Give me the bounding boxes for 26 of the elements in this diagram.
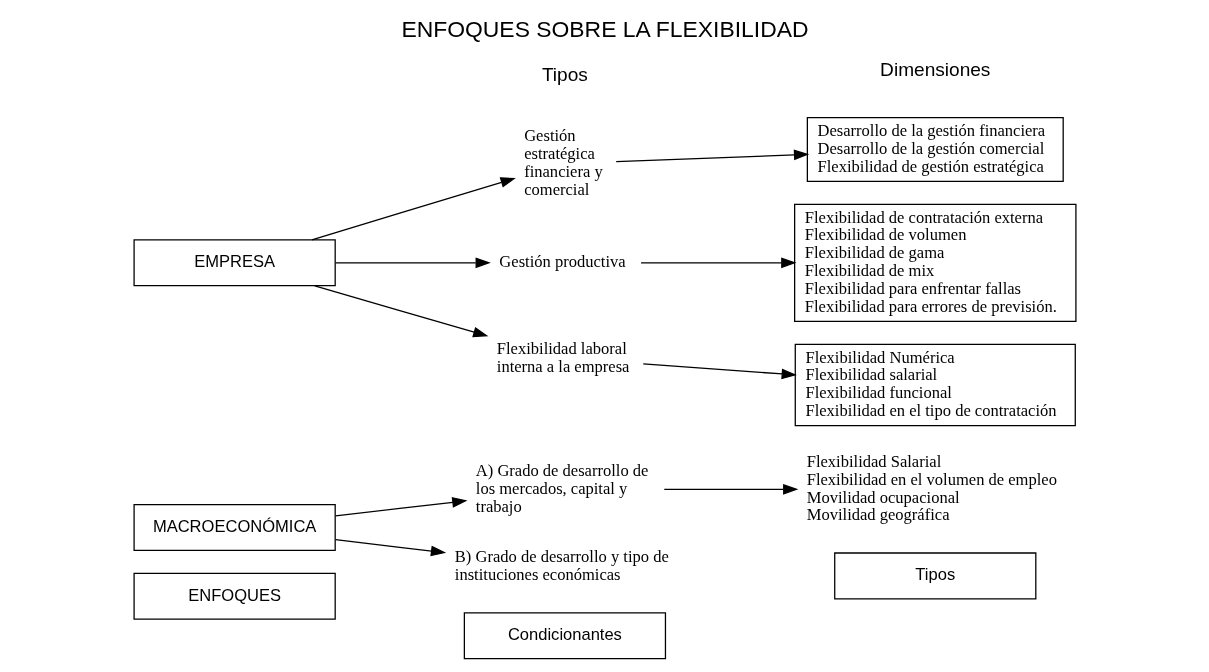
arrow [663, 484, 798, 495]
node-box: ENFOQUES [132, 572, 336, 620]
node-box: Desarrollo de la gestión financiera Desarrollo de la gestión comercial Flexibilidad de gestión estratégica [806, 117, 1064, 182]
node-box: EMPRESA [132, 239, 336, 287]
arrow [334, 497, 467, 517]
arrow [639, 257, 796, 269]
node-text: B) Grado de desarrollo y tipo de instituciones económicas [454, 547, 669, 585]
node-box: Flexibilidad Numérica Flexibilidad salarial Flexibilidad funcional Flexibilidad en el tipo de contratación [794, 343, 1076, 427]
node-box: MACROECONÓMICA [132, 504, 336, 552]
diagram-title: ENFOQUES SOBRE LA FLEXIBILIDAD [400, 15, 809, 42]
arrow [642, 363, 797, 380]
arrow [313, 285, 488, 338]
node-box: Condicionantes [463, 612, 666, 660]
arrow [334, 538, 446, 557]
node-text: Flexibilidad laboral interna a la empresa [496, 338, 629, 376]
node-box: Tipos [833, 552, 1036, 600]
arrow [310, 177, 516, 241]
arrow [334, 257, 491, 269]
node-text: Flexibilidad Salarial Flexibilidad en el volumen de empleo Movilidad ocupacional Movilidad geográfica [806, 451, 1057, 525]
node-text: Gestión estratégica financiera y comercial [523, 126, 603, 199]
node-text: Gestión productiva [498, 252, 626, 272]
label: Tipos [541, 64, 588, 86]
arrow [615, 149, 809, 163]
node-text: A) Grado de desarrollo de los mercados, capital y trabajo [475, 460, 648, 516]
node-box: Flexibilidad de contratación externa Flexibilidad de volumen Flexibilidad de gama Flexibilidad de mix Flexibilidad para enfrentar fallas Flexibilidad para errores de previsión. [793, 203, 1077, 322]
label: Dimensiones [879, 59, 990, 81]
